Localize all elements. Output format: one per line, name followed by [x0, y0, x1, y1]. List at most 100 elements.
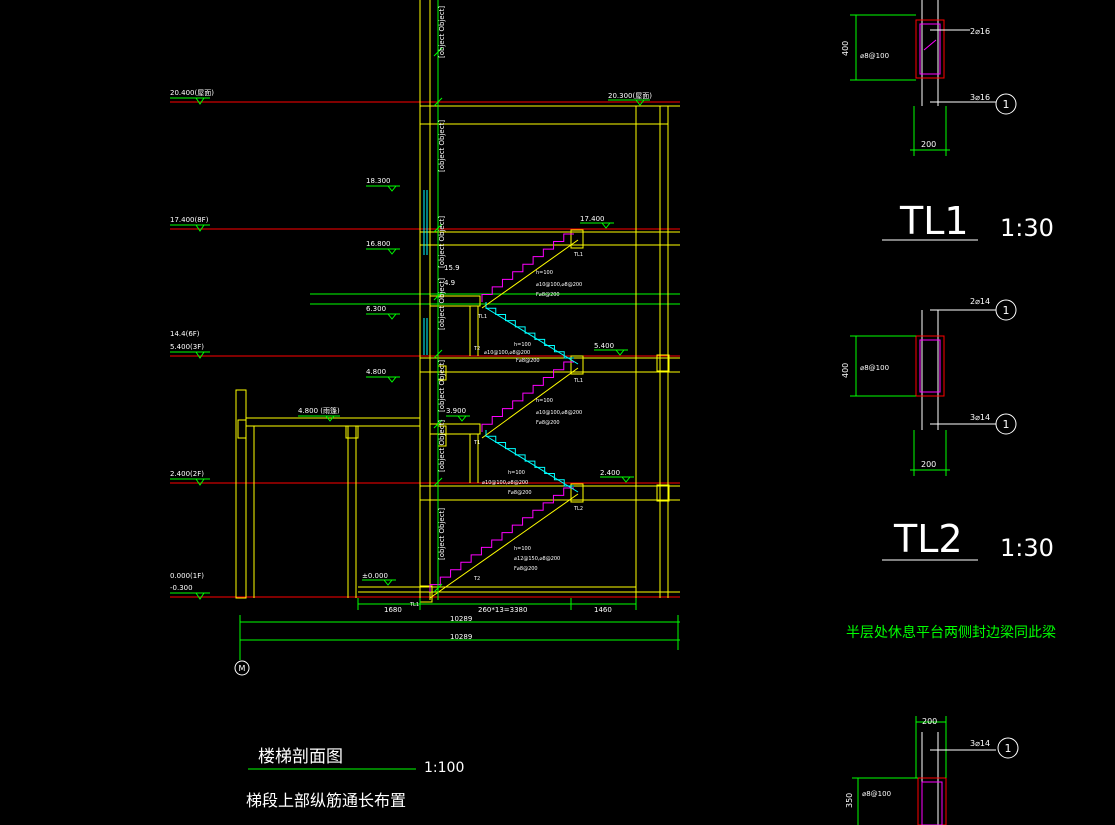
note-line: h=100 — [536, 398, 553, 404]
stirrup-hook — [923, 39, 937, 51]
elev-label: 16.800 — [366, 240, 391, 248]
beam-height: 400 — [841, 363, 850, 378]
dim-tick — [433, 291, 443, 301]
section-title: 楼梯剖面图 — [258, 747, 343, 767]
beam-detail-3: 200 350 3⌀14 ⌀8@100 1 — [845, 716, 1019, 825]
section-note: 梯段上部纵筋通长布置 — [246, 791, 406, 810]
vdim-label: [object Object] — [438, 420, 446, 472]
beam-box — [656, 354, 670, 372]
dim-seg1: 1680 — [384, 606, 402, 614]
dim-tick — [433, 477, 443, 487]
beam-width: 200 — [922, 717, 937, 726]
beam-stirrup-label: ⌀8@100 — [860, 364, 889, 372]
dim-tick — [433, 349, 443, 359]
marker-label: 1 — [1003, 418, 1010, 431]
beam-bar: 3⌀14 — [970, 739, 990, 748]
elev-triangle — [366, 313, 400, 320]
elev-label: -0.300 — [170, 584, 193, 592]
stair-notes: h=100 ⌀10@100,⌀8@200 F⌀8@200 h=100 ⌀10@1… — [482, 270, 582, 572]
bottom-dim-labels: 1680 260*13=3380 1460 10289 10289 — [384, 606, 612, 641]
beam-tag: TL2 — [573, 506, 583, 512]
vdim-label: [object Object] — [438, 360, 446, 412]
grid-bubble — [234, 660, 250, 676]
vdim-label: [object Object] — [438, 6, 446, 58]
beam-box — [570, 483, 584, 503]
stair-flight-5-slab — [481, 239, 579, 309]
beam-stirrup-label: ⌀8@100 — [862, 790, 891, 798]
beam-bottom-bar: 3⌀14 — [970, 413, 990, 422]
marker-bubble — [995, 299, 1017, 321]
elev-label: 20.300(屋面) — [608, 92, 652, 100]
marker-label: 1 — [1003, 98, 1010, 111]
beam-tag: TL1 — [573, 378, 583, 384]
beam-top-bar: 2⌀14 — [970, 297, 990, 306]
note-line: ⌀10@100,⌀8@200 — [536, 282, 582, 288]
elevation-markers-left: 20.400(屋面) 17.400(8F) 14.4(6F) 5.400(3F)… — [170, 89, 214, 600]
elev-triangle — [298, 415, 340, 422]
dim-seg2: 260*13=3380 — [478, 606, 527, 614]
elev-symbols — [170, 97, 210, 600]
stair-flight-4-slab — [485, 307, 579, 365]
elev-label: 2.400(2F) — [170, 470, 204, 478]
elev-label: 18.300 — [366, 177, 391, 185]
beam-box — [419, 585, 433, 603]
elev-label: 4.800 (雨篷) — [298, 406, 340, 415]
beam-scale: 1:30 — [1000, 214, 1054, 242]
elev-triangle — [594, 349, 628, 356]
beam-stirrup-label: ⌀8@100 — [860, 52, 889, 60]
dim-seg3: 1460 — [594, 606, 612, 614]
note-line: h=100 — [514, 546, 531, 552]
note-line: F⌀8@200 — [536, 420, 560, 426]
note-line: ⌀10@100,⌀8@200 — [536, 410, 582, 416]
elev-triangle — [446, 415, 470, 422]
elev-triangle — [170, 478, 210, 486]
annex-column — [235, 389, 247, 599]
beam-tag: T2 — [473, 346, 480, 352]
vdim-label: [object Object] — [438, 508, 446, 560]
elev-triangle — [366, 185, 400, 192]
stair-flight-3 — [481, 361, 574, 432]
elev-label: 4.800 — [366, 368, 386, 376]
section-title-block: 楼梯剖面图 1:100 梯段上部纵筋通长布置 — [246, 747, 464, 810]
mid-landing — [429, 295, 481, 307]
level-label: 4.9 — [444, 279, 455, 287]
mid-landing — [429, 423, 481, 435]
beam-stirrup — [919, 23, 941, 75]
elev-label: 17.400 — [580, 215, 605, 223]
vdim-label: [object Object] — [438, 278, 446, 330]
level-label: 15.9 — [444, 264, 460, 272]
beam-note: 半层处休息平台两侧封边梁同此梁 — [846, 624, 1056, 641]
elev-symbols — [298, 185, 470, 422]
beam-height: 350 — [845, 793, 854, 808]
vdim-label: [object Object] — [438, 120, 446, 172]
note-line: ⌀10@100,⌀8@200 — [484, 350, 530, 356]
elev-symbols — [362, 99, 650, 586]
note-line: ⌀12@150,⌀8@200 — [514, 556, 560, 562]
elev-label: 3.900 — [446, 407, 466, 415]
elev-triangle — [600, 476, 634, 483]
beam-tag: TL1 — [573, 252, 583, 258]
beam-detail-tl2: 400 200 2⌀14 3⌀14 ⌀8@100 1 1 TL2 1:30 — [841, 297, 1054, 562]
walls — [235, 0, 680, 603]
elev-label: 17.400(8F) — [170, 216, 209, 224]
elev-triangle — [366, 248, 400, 255]
note-line: h=100 — [536, 270, 553, 276]
elev-triangle — [170, 351, 210, 359]
beam-tag: TL1 — [477, 314, 487, 320]
window-marks — [423, 190, 428, 355]
beam-width: 200 — [921, 460, 936, 469]
guide-lines — [310, 293, 680, 305]
beam-section — [915, 335, 945, 397]
note-line: h=100 — [514, 342, 531, 348]
marker-label: 1 — [1003, 304, 1010, 317]
vdim-label: [object Object] — [438, 216, 446, 268]
beam-box — [656, 484, 670, 502]
beam-height: 400 — [841, 41, 850, 56]
elev-triangle — [580, 222, 614, 229]
elev-triangle — [170, 224, 210, 232]
grid-label: M — [239, 664, 246, 673]
stair-flight-3-slab — [481, 367, 579, 439]
beam-name: TL1 — [899, 199, 969, 243]
note-line: F⌀8@200 — [536, 292, 560, 298]
